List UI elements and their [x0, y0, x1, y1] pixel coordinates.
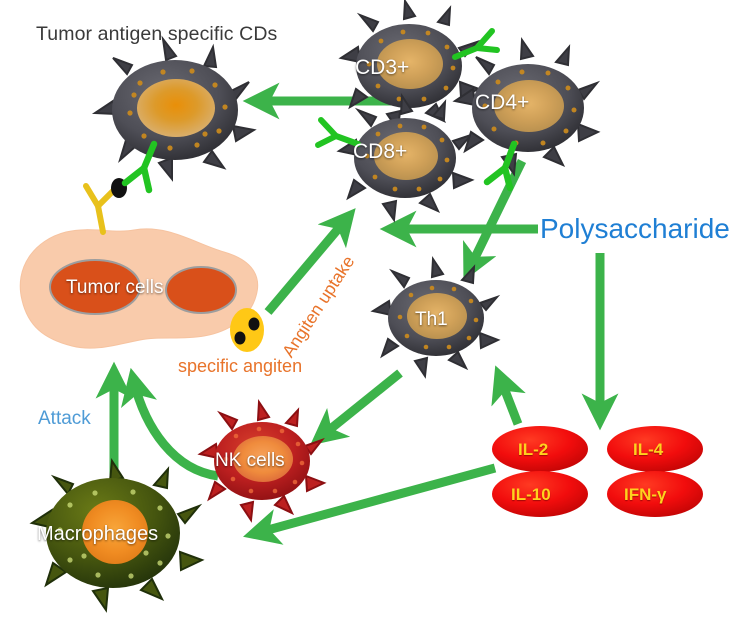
cell-nk — [197, 398, 327, 523]
arrow-cytokine-to-macrophage — [243, 463, 497, 545]
arrow-th1-to-nk — [309, 369, 403, 446]
cell-macrophage — [29, 458, 205, 613]
cell-cd-effector — [91, 35, 257, 194]
arrow-nk-to-tumor — [121, 367, 219, 481]
cytokine-il4 — [607, 426, 703, 472]
cytokine-ifng — [607, 471, 703, 517]
cell-cd8 — [315, 92, 475, 223]
arrow-il2-to-th1 — [491, 365, 526, 426]
arrow-layer — [95, 82, 619, 545]
cytokine-group — [492, 426, 703, 517]
receptor-icon — [121, 140, 158, 194]
cell-cd4 — [452, 37, 601, 192]
receptor-icon — [483, 140, 518, 192]
cytokine-il2 — [492, 426, 588, 472]
arrow-cd4-to-th1 — [463, 159, 527, 282]
receptor-icon — [315, 117, 361, 148]
cell-th1 — [370, 255, 501, 379]
specific-antigen-icon — [230, 308, 264, 352]
receptor-icon — [452, 28, 500, 60]
cytokine-il10 — [492, 471, 588, 517]
cell-tumor — [19, 178, 259, 349]
antibody-icon — [83, 183, 117, 235]
arrow-antigen-uptake — [264, 208, 356, 315]
